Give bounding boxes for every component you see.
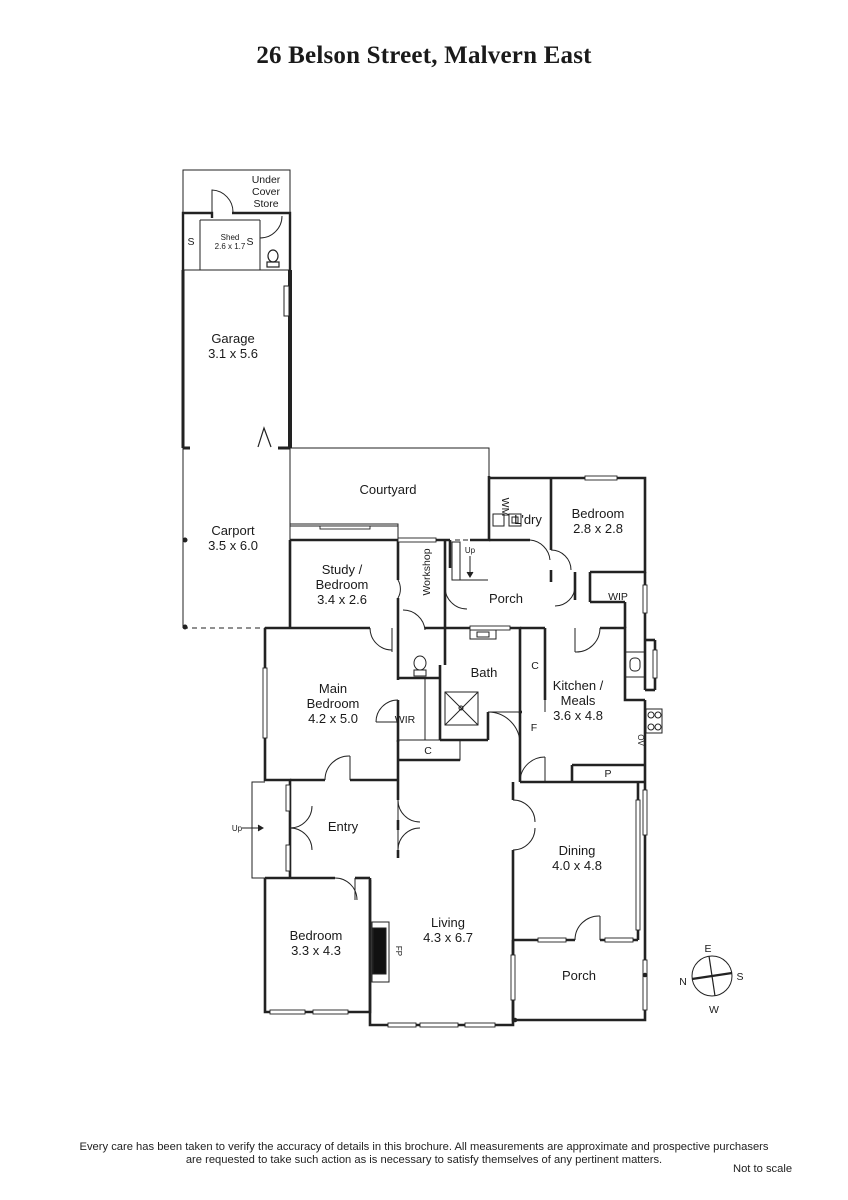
kitchen-dims: 3.6 x 4.8 xyxy=(553,708,603,723)
room-labels: Under Cover Store Shed 2.6 x 1.7 S S Gar… xyxy=(187,174,645,983)
kitchen-cupboard-label: C xyxy=(531,660,539,672)
shed-label: Shed xyxy=(221,233,240,242)
outbuildings xyxy=(181,169,490,630)
wir-label: WIR xyxy=(395,714,416,726)
not-to-scale-note: Not to scale xyxy=(733,1163,793,1175)
main-bedroom-dims: 4.2 x 5.0 xyxy=(308,711,358,726)
laundry-label: L'dry xyxy=(514,512,542,527)
page-title: 26 Belson Street, Malvern East xyxy=(256,42,592,69)
shed-storage-left: S xyxy=(187,236,194,248)
fridge-label: F xyxy=(531,722,537,734)
study-dims: 3.4 x 2.6 xyxy=(317,592,367,607)
front-porch-label: Porch xyxy=(562,968,596,983)
disclaimer-line-1: Every care has been taken to verify the … xyxy=(79,1141,769,1153)
porch-post xyxy=(512,1017,518,1023)
front-bedroom-dims: 3.3 x 4.3 xyxy=(291,943,341,958)
living-dims: 4.3 x 6.7 xyxy=(423,930,473,945)
garage-dims: 3.1 x 5.6 xyxy=(208,346,258,361)
fixtures xyxy=(242,513,663,983)
rear-up-label: Up xyxy=(465,546,476,555)
rear-bedroom-label: Bedroom xyxy=(572,506,625,521)
compass-w: W xyxy=(709,1004,719,1016)
oven-label: OV xyxy=(636,734,645,746)
store-label-3: Store xyxy=(253,198,278,210)
kitchen-label-2: Meals xyxy=(561,693,596,708)
shed-dims: 2.6 x 1.7 xyxy=(215,242,246,251)
study-label-2: Bedroom xyxy=(316,577,369,592)
wm-label: WM xyxy=(499,498,511,517)
wip-label: WIP xyxy=(608,591,628,603)
dining-dims: 4.0 x 4.8 xyxy=(552,858,602,873)
entry-label: Entry xyxy=(328,819,359,834)
rear-bedroom-dims: 2.8 x 2.8 xyxy=(573,521,623,536)
fireplace-label: FP xyxy=(394,946,403,956)
windows xyxy=(262,475,658,1028)
living-label: Living xyxy=(431,915,465,930)
study-label-1: Study / xyxy=(322,562,363,577)
main-bedroom-label-1: Main xyxy=(319,681,347,696)
pantry-label: P xyxy=(604,768,611,780)
store-label-1: Under xyxy=(252,174,281,186)
courtyard-label: Courtyard xyxy=(359,482,416,497)
rear-porch-label: Porch xyxy=(489,591,523,606)
kitchen-label-1: Kitchen / xyxy=(553,678,604,693)
shed-storage-right: S xyxy=(246,236,253,248)
garage-label: Garage xyxy=(211,331,254,346)
workshop-label: Workshop xyxy=(421,548,433,595)
bath-label: Bath xyxy=(471,665,498,680)
main-bedroom-label-2: Bedroom xyxy=(307,696,360,711)
compass-s: S xyxy=(736,971,743,983)
compass-icon: E N S W xyxy=(679,943,743,1016)
entry-up-label: Up xyxy=(232,824,243,833)
disclaimer-line-2: are requested to take such action as is … xyxy=(185,1154,663,1166)
linen-cupboard-label: C xyxy=(424,745,432,757)
front-bedroom-label: Bedroom xyxy=(290,928,343,943)
compass-e: E xyxy=(704,943,711,955)
store-label-2: Cover xyxy=(252,186,281,198)
disclaimer: Every care has been taken to verify the … xyxy=(0,1141,848,1167)
compass-n: N xyxy=(679,976,687,988)
carport-dims: 3.5 x 6.0 xyxy=(208,538,258,553)
porch-post xyxy=(642,972,648,978)
carport-label: Carport xyxy=(211,523,255,538)
dining-label: Dining xyxy=(559,843,596,858)
